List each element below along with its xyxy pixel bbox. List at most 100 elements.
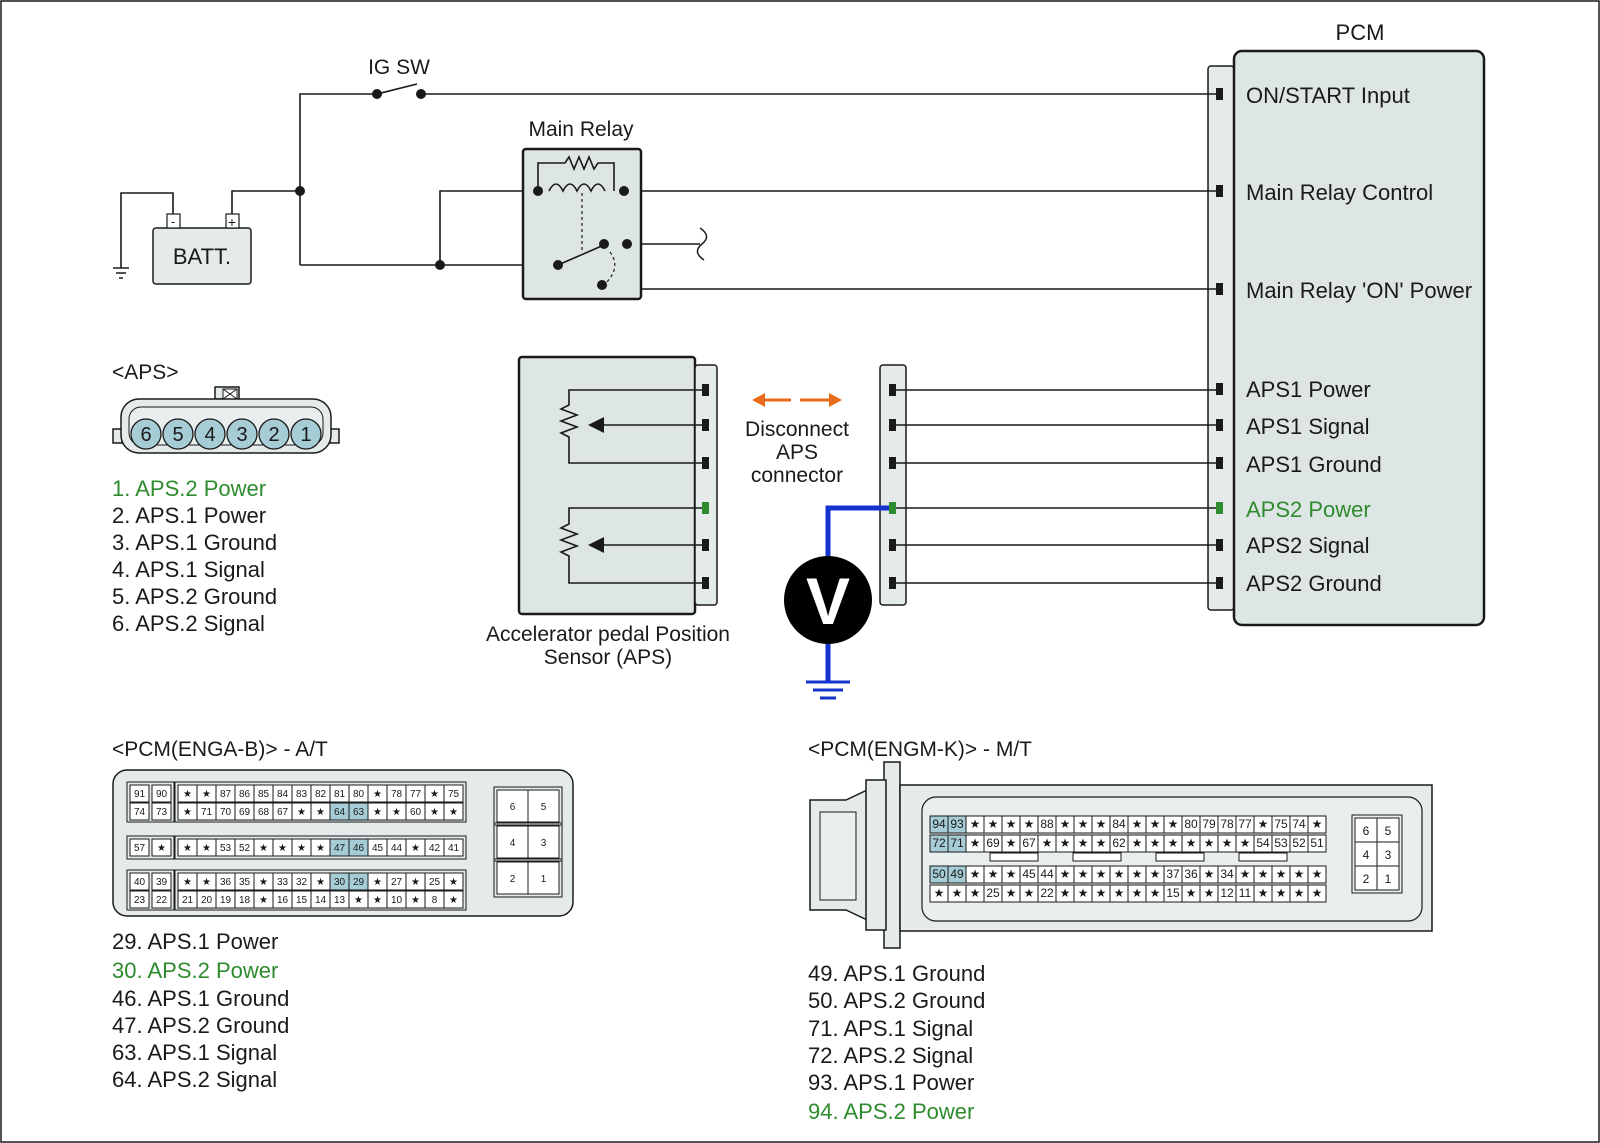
pcm-pin-aps2-power: APS2 Power (1246, 497, 1371, 522)
pcm-at-pin-label: 52 (239, 843, 251, 854)
pcm-mt-pin-label: ★ (1078, 886, 1089, 900)
pcm-at-pin-label: ★ (259, 895, 268, 906)
pcm-mt-pin-label: 22 (1040, 886, 1054, 900)
pcm-mt-pin-label: 15 (1166, 886, 1180, 900)
pcm-at-pin-label: ★ (354, 895, 363, 906)
pcm-at-pin-label: 29 (353, 877, 365, 888)
pcm-at-pin-label: ★ (373, 895, 382, 906)
pcm-mt-pin-label: ★ (1042, 836, 1053, 850)
pcm-at-pin-cell (443, 784, 464, 803)
pcm-mt-pin-label: 34 (1220, 867, 1234, 881)
pcm-mt-side-label: 4 (1363, 848, 1370, 862)
pcm-at-pin-label: 18 (239, 895, 251, 906)
pcm-at-pin-label: 47 (334, 843, 346, 854)
pcm-mt-pin-label: ★ (1096, 867, 1107, 881)
pcm-mt-pin-label: ★ (934, 886, 945, 900)
pcm-mt-pin-label: ★ (1096, 886, 1107, 900)
pcm-at-pin-label: ★ (373, 807, 382, 818)
pcm-pins (1216, 88, 1223, 589)
pcm-at-pin-cell (151, 890, 172, 909)
pcm-at-pin-label: 69 (239, 807, 251, 818)
pcm-mt-pin-label: ★ (1024, 817, 1035, 831)
pcm-mt-legend-2: 50. APS.2 Ground (808, 988, 985, 1013)
pcm-at-cell-group (174, 835, 467, 860)
pcm-at-pin-label: 40 (134, 877, 146, 888)
pcm-mt-legend-5: 93. APS.1 Power (808, 1070, 974, 1095)
pcm-at-pin-label: 75 (448, 789, 460, 800)
pcm-mt-pin-label: ★ (1096, 817, 1107, 831)
pcm-mt-pin-label: 84 (1112, 817, 1126, 831)
aps-pin-3 (226, 418, 258, 450)
pcm-at-pin-label: 35 (239, 877, 251, 888)
aps-legend-2: 2. APS.1 Power (112, 503, 266, 528)
pcm-mt-pin-label: ★ (1006, 886, 1017, 900)
pcm-at-pin-cell (151, 872, 172, 891)
pcm-mt-pin-label: ★ (1114, 886, 1125, 900)
pcm-mt-pin-label: 74 (1292, 817, 1306, 831)
voltmeter-label: V (806, 564, 850, 638)
pcm-at-pin-label: ★ (183, 807, 192, 818)
ig-sw-label: IG SW (368, 56, 430, 79)
pcm-at-pin-label: 77 (410, 789, 422, 800)
pcm-mt-pin-cell (1307, 815, 1327, 834)
pcm-at-pin-label: ★ (297, 807, 306, 818)
pcm-pin-aps1-power: APS1 Power (1246, 377, 1371, 402)
pcm-at-side-cell (496, 825, 529, 859)
pcm-mt-pin-label: ★ (1024, 886, 1035, 900)
pcm-mt-side-label: 6 (1363, 824, 1370, 838)
harness-connector (879, 364, 907, 606)
aps-pin-number: 6 (140, 424, 151, 446)
battery-minus-label: - (171, 214, 175, 229)
pcm-mt-pin-label: ★ (1078, 836, 1089, 850)
pcm-at-pin-label: ★ (278, 843, 287, 854)
pcm-mt-pin-label: 53 (1274, 836, 1288, 850)
pcm-at-cell-group (174, 869, 467, 911)
pcm-pin-aps1-signal: APS1 Signal (1246, 414, 1370, 439)
pcm-mt-pin-label: ★ (970, 886, 981, 900)
pcm-at-side-label: 2 (510, 874, 516, 885)
pcm-mt-pin-label: ★ (1186, 886, 1197, 900)
pcm-at-pin-label: 64 (334, 807, 346, 818)
pcm-at-side-label: 4 (510, 838, 516, 849)
pcm-at-pin-label: 23 (134, 895, 146, 906)
pcm-at-pin-label: 21 (182, 895, 194, 906)
pcm-at-pin-label: 8 (432, 895, 438, 906)
pcm-mt-pin-label: ★ (1132, 886, 1143, 900)
aps-sensor-label-1: Accelerator pedal Position (486, 623, 730, 646)
pcm-mt-pin-label: 25 (986, 886, 1000, 900)
pcm-at-pin-label: ★ (157, 843, 166, 854)
pcm-at-pin-label: 84 (277, 789, 289, 800)
pcm-at-side-label: 3 (541, 838, 547, 849)
pcm-at-pin-label: ★ (449, 807, 458, 818)
pcm-at-pin-label: ★ (297, 843, 306, 854)
pcm-at-pin-label: ★ (183, 877, 192, 888)
pcm-at-pin-label: 71 (201, 807, 213, 818)
pcm-at-pin-label: 33 (277, 877, 289, 888)
pcm-mt-pin-label: 45 (1022, 867, 1036, 881)
pcm-at-pin-label: 78 (391, 789, 403, 800)
pcm-at-pin-label: ★ (449, 895, 458, 906)
aps-pin-4 (194, 418, 226, 450)
pcm-mt-pin-label: ★ (988, 867, 999, 881)
pcm-at-pin-label: 16 (277, 895, 289, 906)
pcm-at-pin-label: 67 (277, 807, 289, 818)
pcm-mt-pin-label: 54 (1256, 836, 1270, 850)
pcm-mt-pin-label: ★ (1258, 886, 1269, 900)
pcm-at-pin-cell (443, 890, 464, 909)
pcm-mt-legend-1: 49. APS.1 Ground (808, 961, 985, 986)
aps-sensor-label-2: Sensor (APS) (544, 646, 672, 669)
pcm-mt-pin-label: 62 (1112, 836, 1126, 850)
pcm-mt-pin-label: 44 (1040, 867, 1054, 881)
pcm-at-side-cell (527, 825, 560, 859)
pcm-at-pin-label: 60 (410, 807, 422, 818)
pcm-mt-pin-label: 50 (932, 867, 946, 881)
pcm-mt-pin-label: ★ (1150, 886, 1161, 900)
aps-legend-4: 4. APS.1 Signal (112, 557, 265, 582)
pcm-mt-pin-label: ★ (1060, 867, 1071, 881)
pcm-mt-legend-4: 72. APS.2 Signal (808, 1043, 973, 1068)
pcm-at-side-group (493, 786, 563, 826)
pcm-at-pin-label: 87 (220, 789, 232, 800)
pcm-at-pin-label: ★ (373, 789, 382, 800)
pcm-mt-pin-label: ★ (1006, 836, 1017, 850)
